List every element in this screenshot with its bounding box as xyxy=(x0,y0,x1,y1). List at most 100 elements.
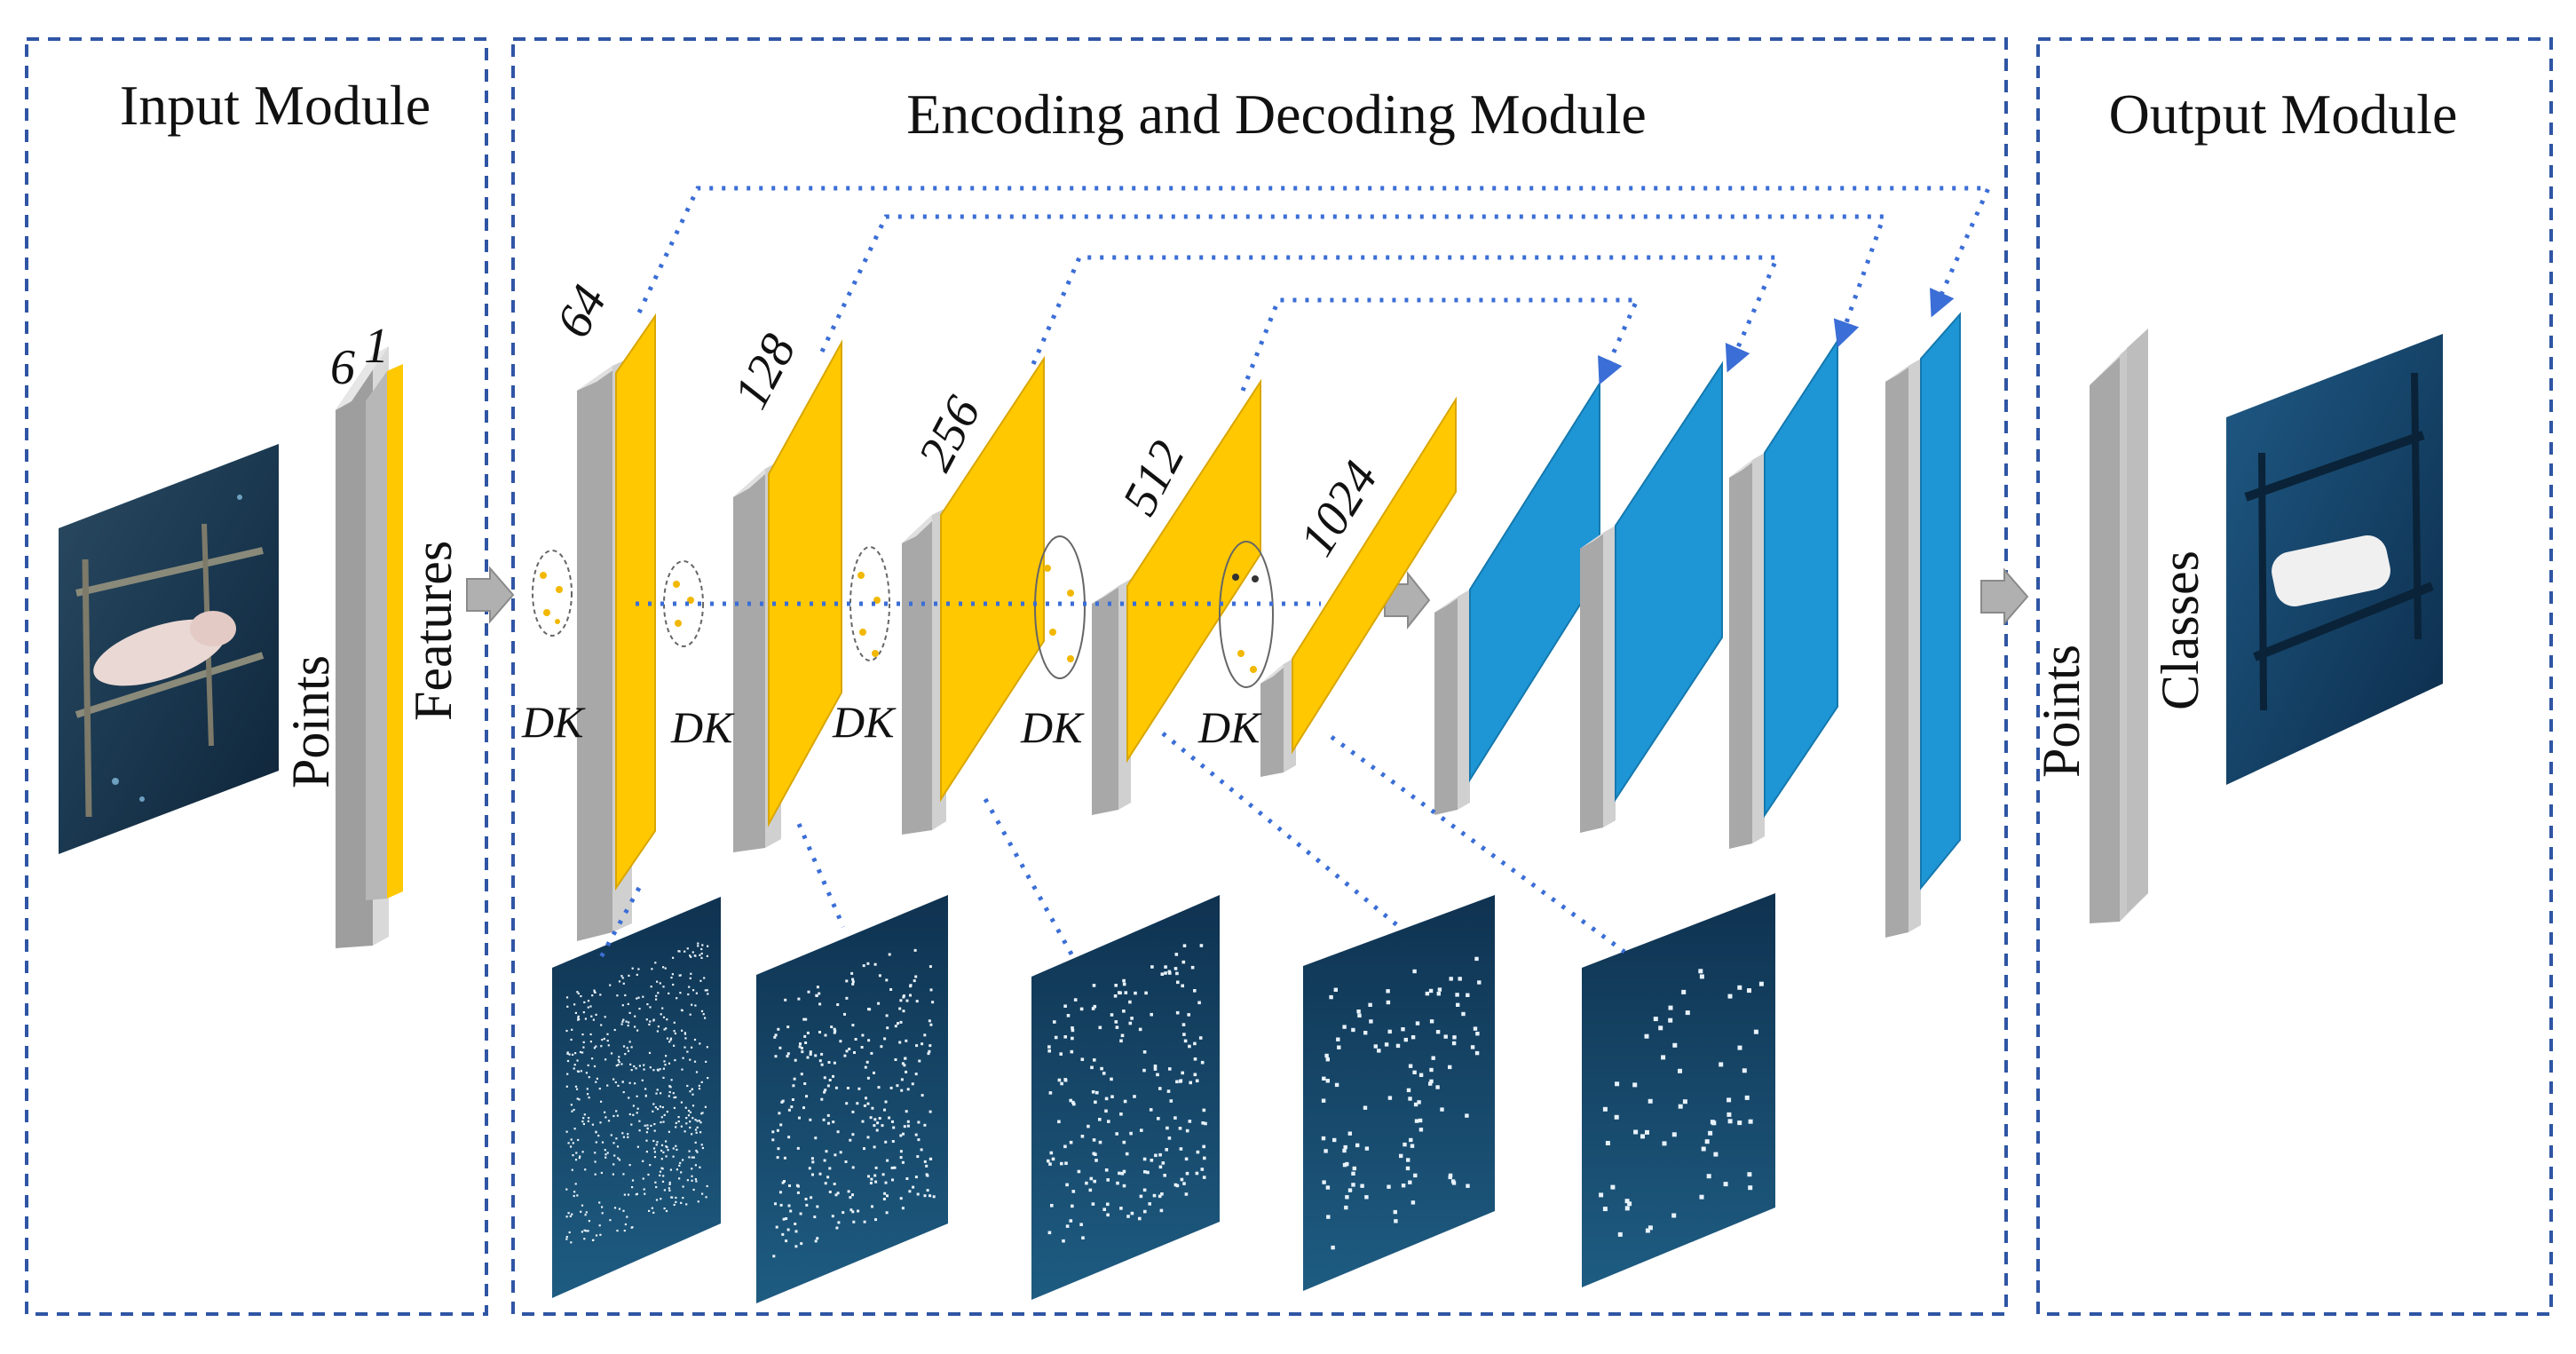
point-dot xyxy=(1360,1184,1364,1188)
dim-points-label: 6 xyxy=(330,340,355,395)
point-dot xyxy=(587,1093,589,1096)
point-dot xyxy=(1458,977,1462,981)
point-dot xyxy=(791,1098,794,1101)
point-dot xyxy=(697,945,699,947)
point-dot xyxy=(699,1131,702,1134)
point-dot xyxy=(1406,1158,1410,1162)
point-dot xyxy=(901,1160,905,1164)
point-dot xyxy=(679,1161,682,1164)
point-dot xyxy=(779,1203,783,1207)
point-dot xyxy=(899,1197,903,1200)
point-dot xyxy=(851,1166,855,1169)
point-dot xyxy=(1329,994,1333,1000)
point-dot xyxy=(1355,1143,1360,1148)
point-dot xyxy=(623,1193,626,1196)
point-dot xyxy=(1748,1119,1753,1124)
point-dot xyxy=(1401,1184,1406,1188)
point-dot xyxy=(916,1192,920,1196)
point-dot xyxy=(583,1229,586,1231)
point-dot xyxy=(1617,1231,1623,1237)
point-dot xyxy=(695,1131,698,1134)
point-dot xyxy=(665,1155,668,1158)
point-dot xyxy=(672,1092,675,1095)
point-dot xyxy=(1138,1027,1142,1032)
point-dot xyxy=(1393,1209,1397,1215)
point-dot xyxy=(604,1116,607,1119)
point-dot xyxy=(644,1192,646,1195)
point-dot xyxy=(1475,1032,1480,1036)
decoder-block-4 xyxy=(1885,312,1961,938)
point-dot xyxy=(584,1214,587,1216)
point-dot xyxy=(1436,992,1441,996)
point-dot xyxy=(873,1071,875,1074)
point-dot xyxy=(660,1158,663,1160)
point-dot xyxy=(795,1184,799,1187)
point-dot xyxy=(583,1238,586,1240)
point-dot xyxy=(644,1094,647,1097)
point-dot xyxy=(1202,1176,1206,1179)
point-dot xyxy=(1418,1118,1423,1123)
point-dot xyxy=(1106,1202,1110,1207)
point-dot xyxy=(1410,1035,1416,1040)
point-dot xyxy=(573,1067,575,1070)
point-dot xyxy=(657,1025,660,1028)
point-dot xyxy=(1351,1027,1355,1033)
dk-label-2: DK xyxy=(670,702,735,752)
point-dot xyxy=(587,1230,589,1232)
point-dot xyxy=(1758,981,1764,986)
point-dot xyxy=(806,1056,810,1059)
point-dot xyxy=(1440,1107,1444,1112)
point-dot xyxy=(571,1110,573,1112)
point-dot xyxy=(696,1120,699,1122)
point-dot xyxy=(1713,1152,1719,1157)
point-dot xyxy=(667,1149,669,1152)
point-dot xyxy=(682,1185,684,1188)
point-dot xyxy=(1173,967,1178,970)
point-dot xyxy=(595,1045,597,1048)
point-dot xyxy=(699,979,702,982)
point-dot xyxy=(653,1156,657,1159)
point-dot xyxy=(792,1084,795,1088)
encoder-block-256 xyxy=(902,355,1045,835)
point-dot xyxy=(680,1201,683,1204)
point-dot xyxy=(1384,1042,1389,1047)
point-dot xyxy=(613,1154,616,1157)
point-dot xyxy=(1122,982,1126,986)
point-dot xyxy=(921,1042,924,1046)
point-dot xyxy=(1104,1097,1109,1101)
point-dot xyxy=(1048,1162,1052,1166)
point-dot xyxy=(1098,1118,1102,1121)
point-dot xyxy=(1678,1104,1683,1109)
point-dot xyxy=(1115,1132,1118,1136)
point-dot xyxy=(621,1132,624,1135)
point-dot xyxy=(617,1064,620,1066)
point-dot xyxy=(1091,1007,1095,1010)
point-dot xyxy=(695,1071,699,1073)
point-dot xyxy=(583,1001,586,1003)
point-dot xyxy=(1180,1177,1184,1182)
point-dot xyxy=(676,1168,678,1171)
point-dot xyxy=(691,1156,693,1159)
point-dot xyxy=(794,1230,798,1233)
point-dot xyxy=(589,1041,592,1043)
point-dot xyxy=(824,1089,827,1092)
point-dot xyxy=(573,1128,576,1130)
point-dot xyxy=(693,1038,697,1041)
point-dot xyxy=(689,1126,691,1129)
point-dot xyxy=(612,1142,615,1144)
point-dot xyxy=(902,995,905,999)
point-dot xyxy=(1071,1028,1075,1033)
point-dot xyxy=(932,1195,936,1199)
point-dot xyxy=(1066,1014,1071,1017)
point-dot xyxy=(905,999,909,1002)
point-dot xyxy=(1640,1134,1645,1139)
point-dot xyxy=(661,1007,664,1010)
point-dot xyxy=(613,1028,616,1032)
point-dot xyxy=(695,992,698,994)
panel-link-3 xyxy=(983,797,1077,961)
point-dot xyxy=(1160,1192,1164,1196)
point-dot xyxy=(636,1112,638,1114)
point-dot xyxy=(691,1093,694,1096)
point-dot xyxy=(1059,1052,1063,1056)
point-dot xyxy=(774,1033,778,1037)
